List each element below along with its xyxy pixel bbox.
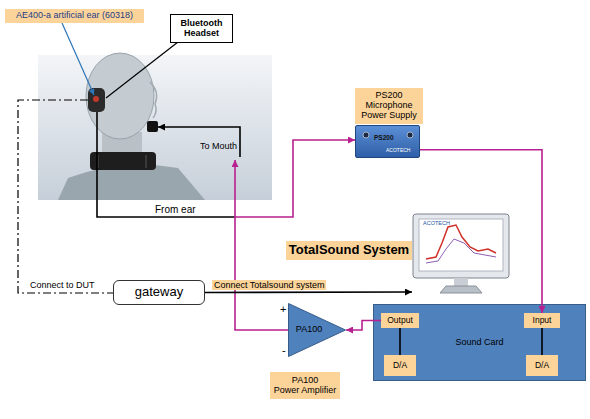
ear-signal-wire (235, 140, 355, 217)
text-line: PA100 (274, 376, 337, 386)
amplifier-triangle: PA100 (288, 303, 346, 357)
headset-box: Bluetooth Headset (170, 14, 233, 43)
signal-label: To Mouth (200, 141, 237, 151)
polarity-sign: - (282, 344, 286, 357)
photo-background (38, 55, 272, 200)
amplifier-wire (235, 160, 288, 330)
connection-label: Connect Totalsound system (212, 280, 326, 290)
node-text: D/A (535, 361, 549, 370)
label-box: AE400-a artificial ear (60318) (5, 9, 144, 23)
port-box: Input (524, 313, 560, 328)
label-box: PS200 Microphone Power Supply (355, 88, 423, 124)
node-text: AE400-a artificial ear (60318) (16, 11, 133, 21)
headset-light (93, 96, 99, 102)
node-text: PS200 Microphone Power Supply (355, 91, 423, 121)
hats-photo (38, 53, 272, 200)
monitor-bezel (413, 214, 509, 278)
mouth-wire (158, 127, 240, 157)
sound-card: Sound Card Output InputD/A D/A (373, 304, 586, 381)
signal-connector (346, 321, 381, 331)
node-text: Bluetooth Headset (171, 19, 232, 39)
device-box: PS200ACOTECH (355, 125, 420, 158)
node-text: D/A (393, 361, 407, 370)
node-text: Sound Card (455, 338, 503, 348)
bluetooth-headset (88, 88, 105, 112)
monitor-display (419, 219, 503, 271)
monitor-base (440, 286, 482, 293)
node-text: ACOTECH (386, 148, 410, 153)
signal-connector (205, 291, 412, 293)
node-text: PS200 (374, 135, 394, 142)
mannequin-face (150, 82, 157, 118)
node-text: Output (387, 316, 413, 325)
signal-connector (541, 328, 543, 355)
node-text: PA100 (296, 325, 322, 335)
device-knob (407, 132, 413, 138)
device-knob (363, 132, 369, 138)
device-knobs (356, 126, 421, 159)
converter-box: D/A (384, 355, 416, 376)
label-box: PA100 Power Amplifier (270, 372, 340, 399)
node-text: Input (533, 316, 552, 325)
system-title: TotalSound System (286, 241, 412, 260)
response-curve (426, 239, 496, 263)
dut-link (18, 100, 113, 293)
collar-stripe (146, 155, 147, 168)
converter-box: D/A (526, 355, 558, 376)
mannequin-collar (90, 152, 156, 170)
amplifier-shape (289, 304, 346, 357)
signal-connector (420, 150, 542, 313)
node-text: ACOTECH (423, 221, 450, 227)
text-line: Power Amplifier (274, 386, 337, 396)
polarity-sign: + (280, 303, 286, 316)
leader-line (62, 23, 94, 95)
gateway-box: gateway (113, 280, 205, 305)
leader-line (106, 42, 178, 98)
port-box: Output (381, 313, 419, 328)
monitor-neck (454, 278, 468, 286)
monitor-screen: ACOTECH (412, 213, 510, 296)
signal-label: From ear (155, 204, 196, 216)
node-text: TotalSound System (289, 243, 409, 257)
mouth-simulator (147, 121, 158, 132)
signal-connector (399, 328, 401, 355)
node-text: PA100 Power Amplifier (274, 376, 337, 396)
node-text: gateway (135, 285, 183, 299)
signal-label: Connect to DUT (30, 280, 95, 290)
